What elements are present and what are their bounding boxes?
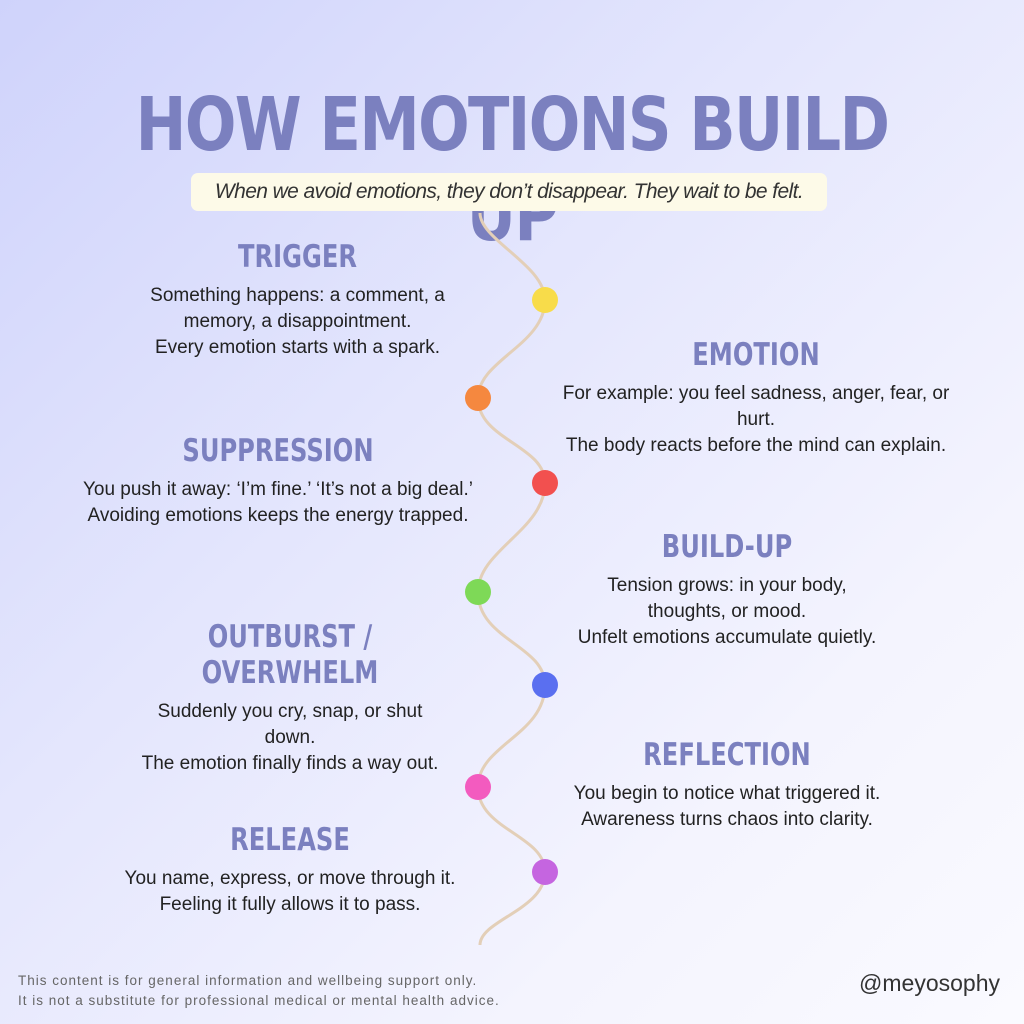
step-heading: EMOTION [692, 337, 820, 373]
disclaimer: This content is for general information … [18, 971, 500, 1011]
step-line: Something happens: a comment, a [150, 285, 445, 306]
step-line: The emotion finally finds a way out. [141, 753, 439, 774]
step-heading: BUILD-UP [661, 529, 793, 565]
step-dot-build-up [465, 579, 491, 605]
step-heading: SUPPRESSION [182, 433, 374, 469]
step-line: Awareness turns chaos into clarity. [581, 809, 873, 830]
step-heading: OUTBURST / OVERWHELM [201, 619, 379, 691]
step-line: Suddenly you cry, snap, or shut [157, 701, 423, 722]
author-handle: @meyosophy [859, 970, 1000, 996]
step-line: Every emotion starts with a spark. [154, 337, 441, 358]
step-heading: REFLECTION [643, 737, 811, 773]
step-reflection: REFLECTION You begin to notice what trig… [517, 737, 937, 833]
step-line: down. [264, 727, 316, 748]
step-trigger: TRIGGER Something happens: a comment, a … [80, 239, 515, 361]
step-suppression: SUPPRESSION You push it away: ‘I’m fine.… [30, 433, 526, 529]
step-line: memory, a disappointment. [183, 311, 412, 332]
step-build-up: BUILD-UP Tension grows: in your body, th… [517, 529, 937, 651]
step-line: Avoiding emotions keeps the energy trapp… [87, 505, 469, 526]
step-line: hurt. [736, 409, 776, 430]
step-heading: TRIGGER [238, 239, 357, 275]
step-dot-reflection [465, 774, 491, 800]
disclaimer-line: This content is for general information … [18, 973, 478, 988]
step-line: You begin to notice what triggered it. [573, 783, 881, 804]
step-line: You push it away: ‘I’m fine.’ ‘It’s not … [82, 479, 474, 500]
step-line: Feeling it fully allows it to pass. [159, 894, 421, 915]
step-line: Unfelt emotions accumulate quietly. [577, 627, 877, 648]
step-emotion: EMOTION For example: you feel sadness, a… [516, 337, 996, 459]
step-line: You name, express, or move through it. [124, 868, 456, 889]
step-dot-suppression [532, 470, 558, 496]
step-outburst: OUTBURST / OVERWHELM Suddenly you cry, s… [80, 619, 500, 777]
step-dot-emotion [465, 385, 491, 411]
step-line: The body reacts before the mind can expl… [565, 435, 947, 456]
step-line: For example: you feel sadness, anger, fe… [562, 383, 950, 404]
disclaimer-line: It is not a substitute for professional … [18, 993, 500, 1008]
step-line: Tension grows: in your body, [607, 575, 847, 596]
subtitle-banner: When we avoid emotions, they don’t disap… [191, 173, 827, 211]
step-line: thoughts, or mood. [647, 601, 807, 622]
step-dot-trigger [532, 287, 558, 313]
step-release: RELEASE You name, express, or move throu… [80, 822, 500, 918]
step-dot-outburst [532, 672, 558, 698]
step-dot-release [532, 859, 558, 885]
step-heading: RELEASE [230, 822, 350, 858]
